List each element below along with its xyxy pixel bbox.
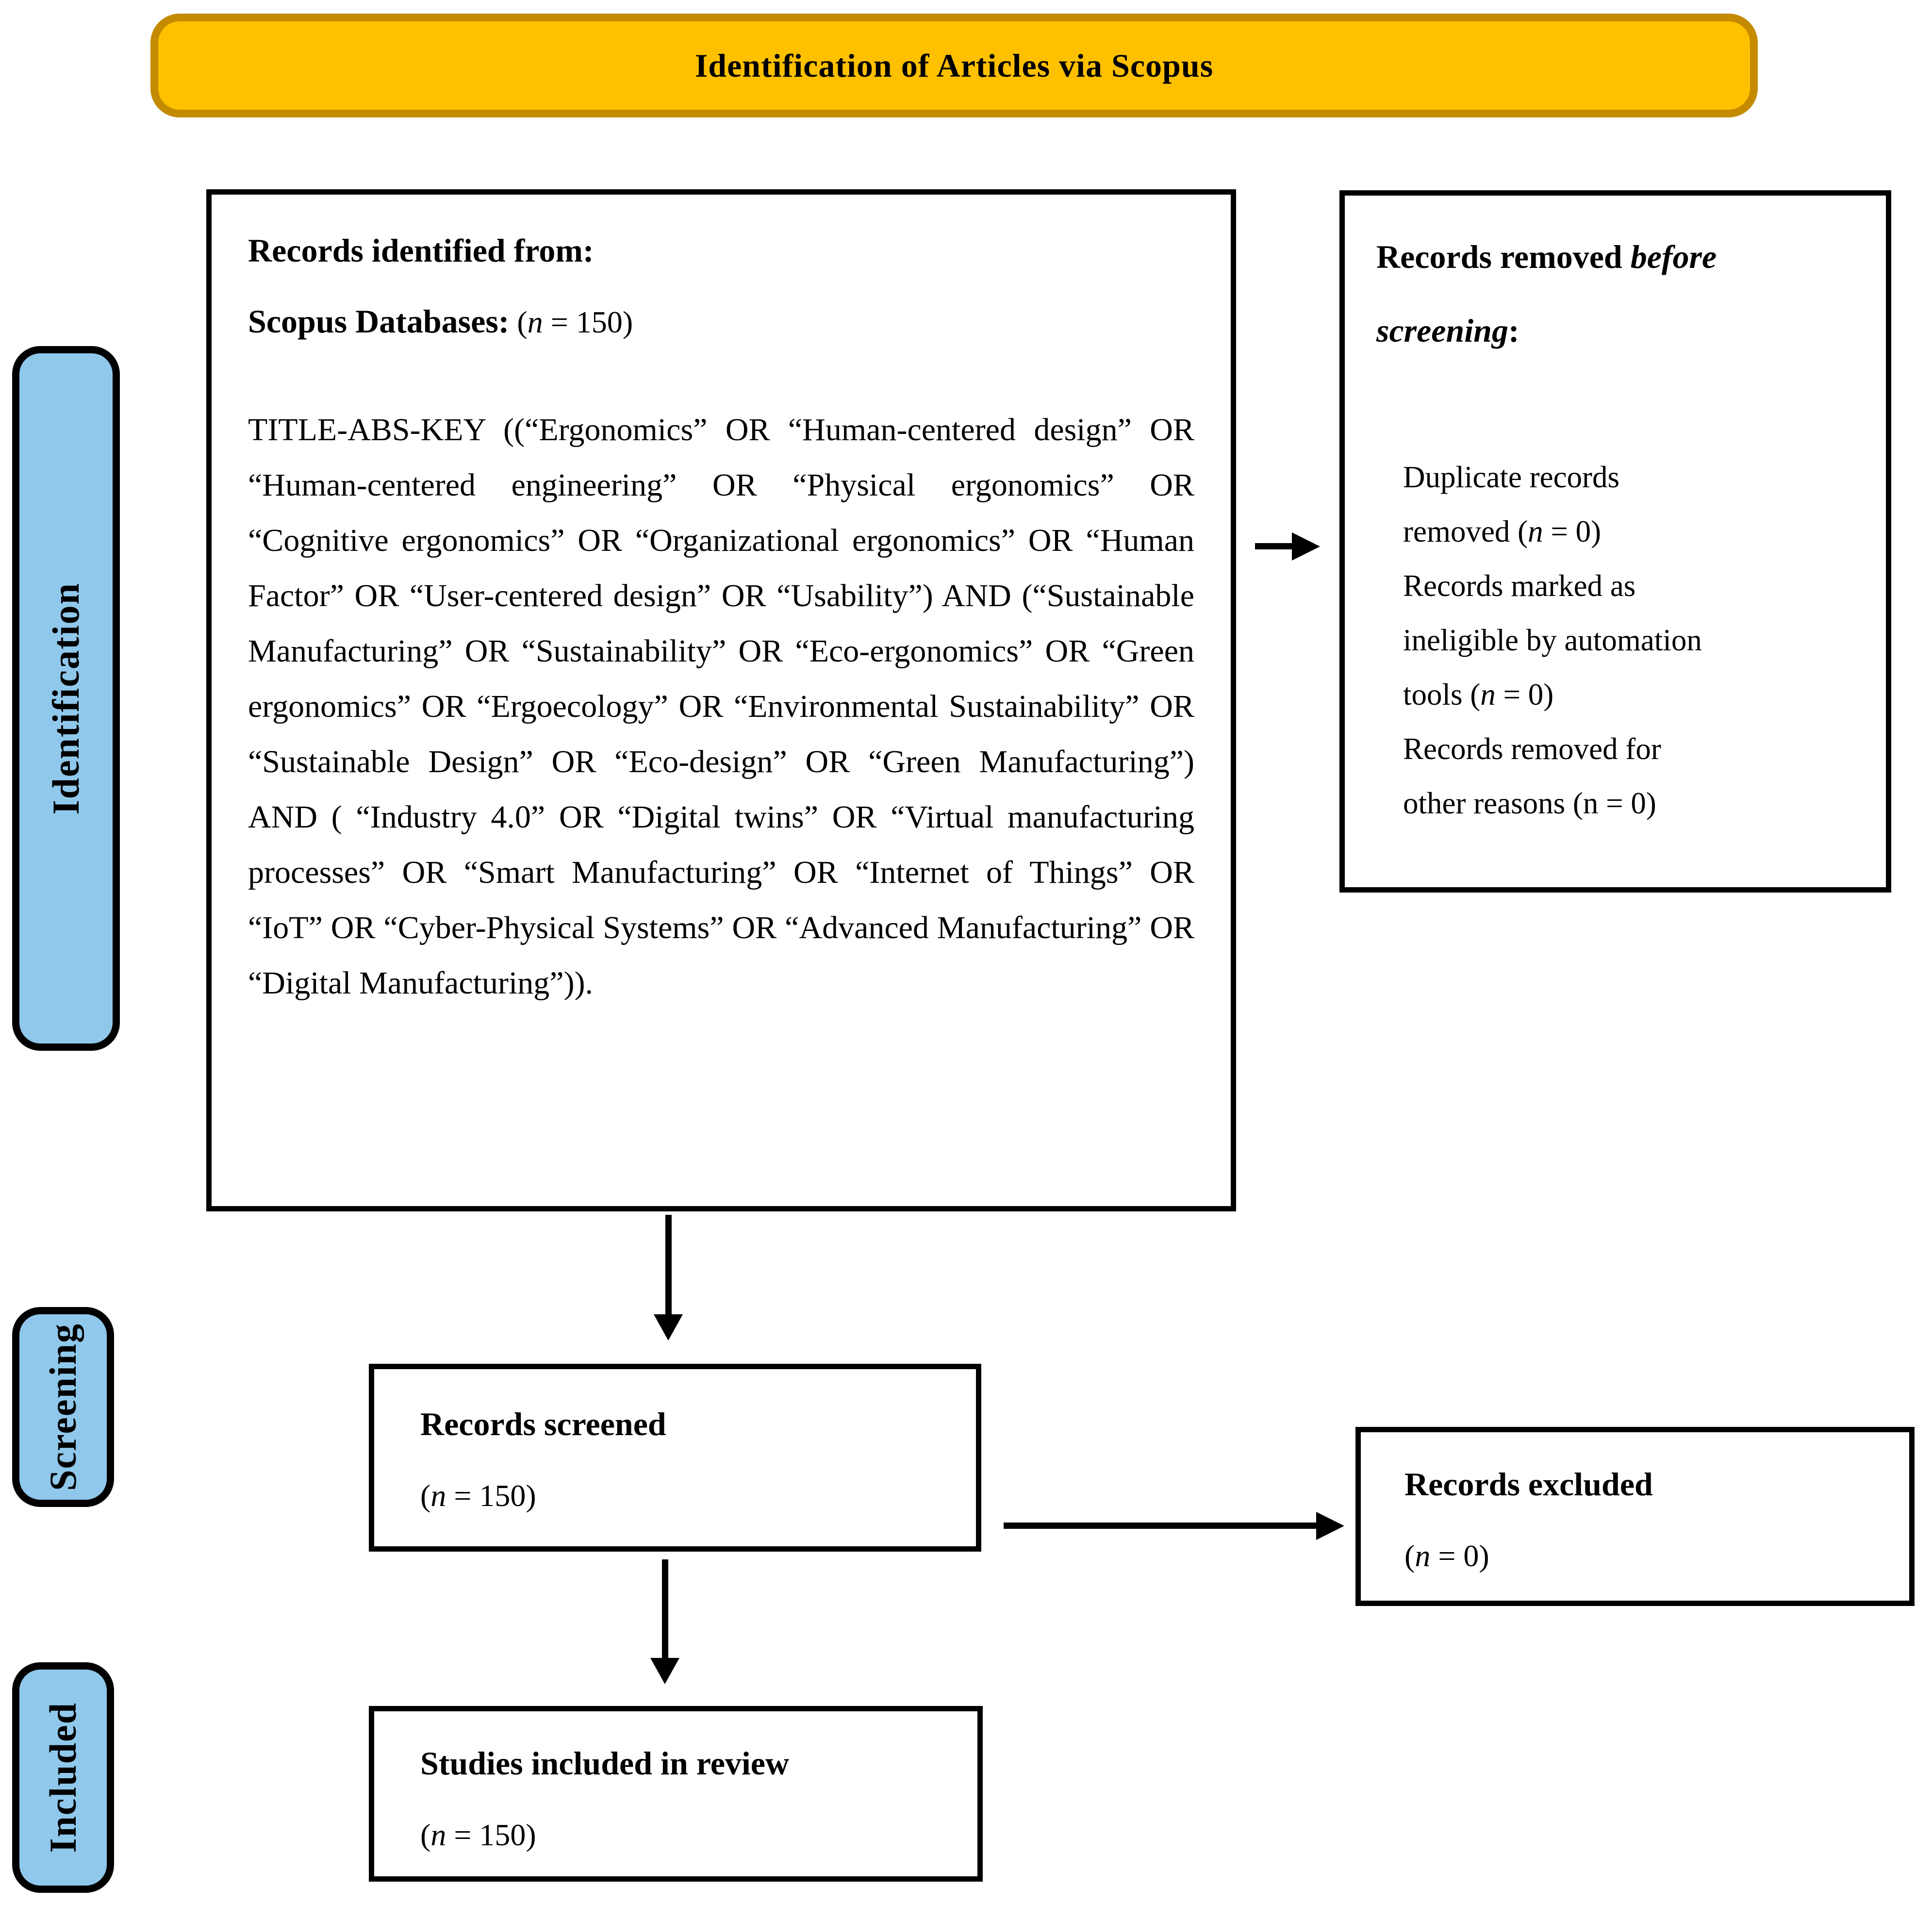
italic-n: n <box>1480 678 1496 712</box>
stage-label-included: Included <box>12 1662 114 1893</box>
records-screened-title: Records screened <box>420 1406 666 1442</box>
search-query-text: TITLE-ABS-KEY ((“Ergonomics” OR “Human-c… <box>248 412 1194 1001</box>
arrow-screened-to-excluded-line <box>1004 1523 1319 1529</box>
records-removed-heading: Records removed before screening: <box>1376 238 1717 349</box>
records-screened-count: (n = 150) <box>420 1478 536 1513</box>
italic-n: n <box>1415 1539 1431 1573</box>
italic-n: n <box>527 305 543 339</box>
records-removed-items: Duplicate records removed (n = 0) Record… <box>1403 450 1716 830</box>
stage-label-identification-text: Identification <box>45 582 87 815</box>
stage-label-screening-text: Screening <box>42 1323 84 1491</box>
banner: Identification of Articles via Scopus <box>150 14 1758 117</box>
arrow-identified-to-screened-line <box>665 1215 672 1318</box>
banner-title: Identification of Articles via Scopus <box>694 47 1214 84</box>
studies-included-title: Studies included in review <box>420 1745 790 1782</box>
records-excluded-title: Records excluded <box>1404 1466 1653 1503</box>
records-identified-heading: Records identified from: Scopus Database… <box>248 215 1194 358</box>
stage-label-identification: Identification <box>12 346 120 1051</box>
stage-label-included-text: Included <box>42 1702 84 1853</box>
arrow-identified-to-removed-line <box>1255 543 1294 549</box>
upright-n: n <box>1583 786 1599 820</box>
records-identified-heading-line1: Records identified from: <box>248 232 594 269</box>
arrow-screened-to-included-line <box>662 1559 668 1661</box>
italic-n: n <box>1528 514 1543 548</box>
arrow-screened-to-included-head <box>650 1658 679 1684</box>
stage-label-screening: Screening <box>12 1307 114 1507</box>
records-identified-box: Records identified from: Scopus Database… <box>206 189 1236 1211</box>
studies-included-count: (n = 150) <box>420 1818 536 1852</box>
records-removed-heading-italic: before screening <box>1376 238 1717 349</box>
removed-item-duplicates: Duplicate records removed (n = 0) <box>1403 460 1620 548</box>
records-identified-count: (n = 150) <box>509 305 633 339</box>
removed-item-automation: Records marked as ineligible by automati… <box>1403 569 1702 712</box>
records-screened-box: Records screened (n = 150) <box>369 1364 981 1552</box>
records-excluded-count: (n = 0) <box>1404 1539 1489 1573</box>
arrow-identified-to-removed-head <box>1292 532 1320 561</box>
arrow-identified-to-screened-head <box>654 1314 683 1341</box>
records-removed-box: Records removed before screening: Duplic… <box>1339 190 1891 893</box>
records-identified-source: Scopus Databases: <box>248 303 510 340</box>
italic-n: n <box>430 1478 446 1513</box>
italic-n: n <box>430 1818 446 1852</box>
records-excluded-box: Records excluded (n = 0) <box>1355 1427 1915 1606</box>
removed-item-other-reasons: Records removed for other reasons (n = 0… <box>1403 732 1661 820</box>
arrow-screened-to-excluded-head <box>1316 1512 1344 1540</box>
studies-included-box: Studies included in review (n = 150) <box>369 1706 983 1882</box>
